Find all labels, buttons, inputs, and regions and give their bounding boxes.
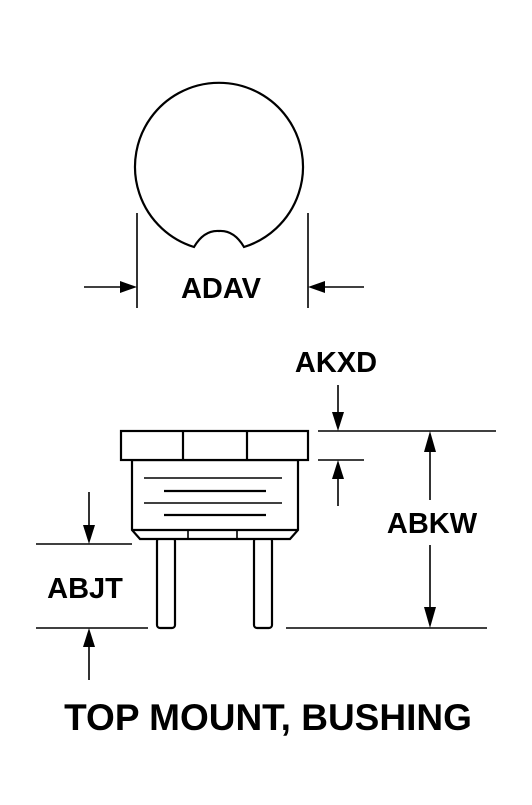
abkw-arrow-top-head [424,431,436,452]
akxd-dimension: AKXD [295,347,377,506]
abjt-arrow-bottom-head [83,628,95,647]
pin-right [252,536,274,630]
adav-arrow-left [120,281,137,293]
drawing-caption: TOP MOUNT, BUSHING [64,697,472,738]
side-view [119,429,310,630]
pin-left [155,536,177,630]
label-adav: ADAV [181,273,262,305]
akxd-arrow-bottom-head [332,460,344,479]
akxd-arrow-top-head [332,412,344,431]
hex-cap [119,429,310,462]
abkw-arrow-bottom-head [424,607,436,628]
label-abjt: ABJT [47,573,123,605]
label-akxd: AKXD [295,347,377,379]
label-abkw: ABKW [387,508,478,540]
top-view: ADAV [84,81,364,308]
abkw-dimension: ABKW [286,430,496,629]
abjt-dimension: ABJT [36,492,148,680]
bushing-body [130,458,300,541]
keyed-circle-outline [133,81,305,249]
adav-arrow-right [308,281,325,293]
abjt-arrow-top-head [83,525,95,544]
